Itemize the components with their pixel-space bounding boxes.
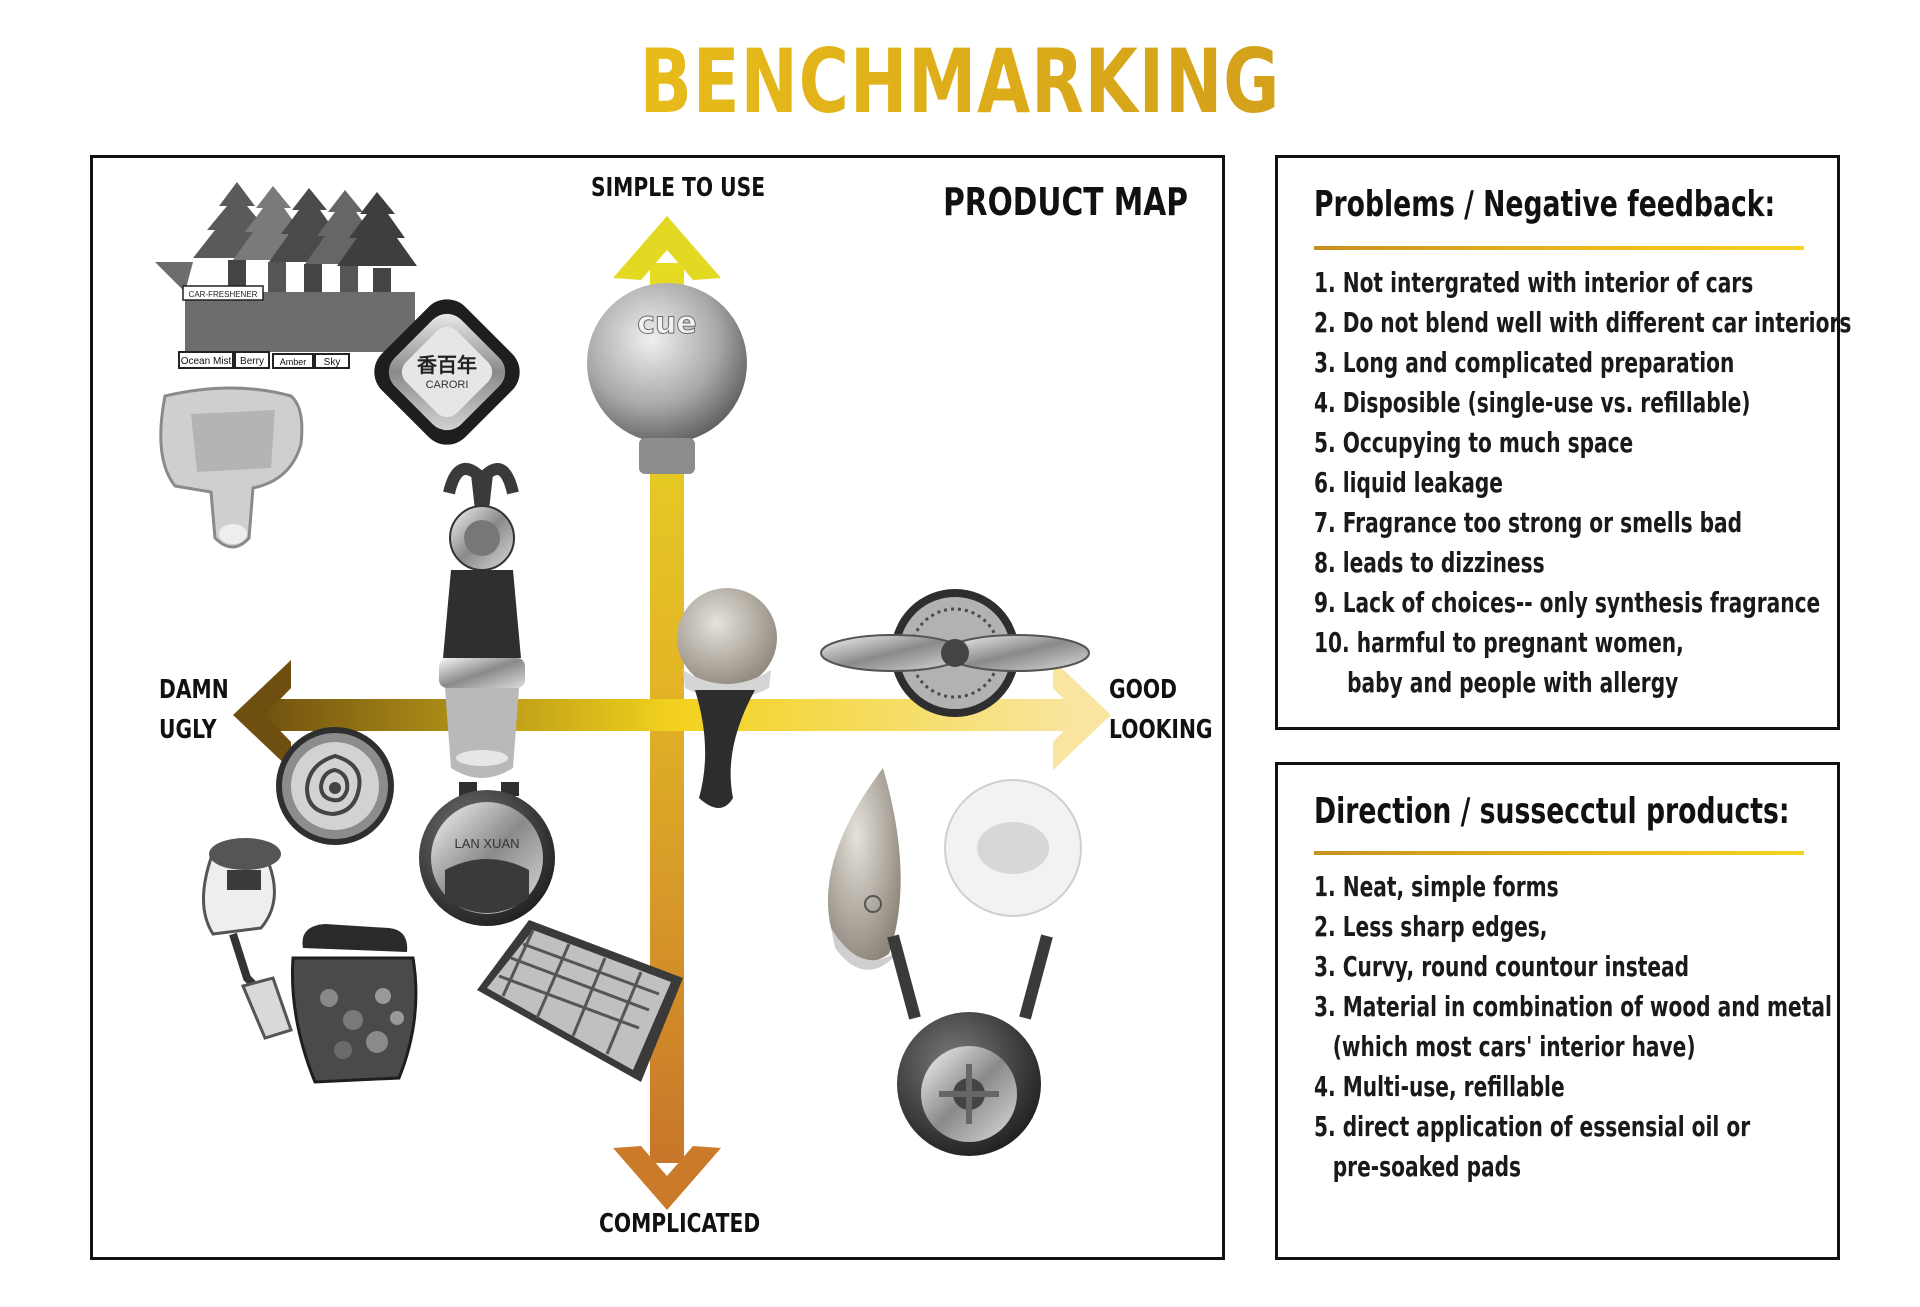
- page-title: BENCHMARKING: [211, 30, 1709, 133]
- direction-item: 4. Multi-use, refillable: [1314, 1070, 1565, 1103]
- direction-list: 1. Neat, simple forms 2. Less sharp edge…: [1314, 867, 1920, 1187]
- sky-label: Sky: [324, 357, 341, 368]
- axis-label-left-line1: DAMN: [159, 675, 229, 705]
- amber-label: Amber: [280, 357, 307, 367]
- problem-item: 4. Disposible (single-use vs. refillable…: [1314, 386, 1751, 419]
- wooden-sphere-vent-clip-image: [677, 588, 777, 808]
- rose-vent-freshener-image: [276, 727, 394, 845]
- tree-air-fresheners-image: CAR-FRESHENER Ocean Mist Berry Amber Sky: [155, 182, 417, 369]
- lan-xuan-brand-label: LAN XUAN: [454, 836, 519, 851]
- problem-item: 7. Fragrance too strong or smells bad: [1314, 506, 1743, 539]
- direction-panel: Direction / sussecctul products: 1. Neat…: [1275, 762, 1840, 1260]
- direction-heading-rule: [1314, 851, 1804, 855]
- direction-item-continuation: pre-soaked pads: [1332, 1150, 1522, 1183]
- product-map-frame: CAR-FRESHENER Ocean Mist Berry Amber Sky…: [90, 155, 1225, 1260]
- axis-label-bottom: COMPLICATED: [599, 1209, 761, 1239]
- cue-sphere-freshener-image: cue: [587, 283, 747, 474]
- car-freshener-label: CAR-FRESHENER: [189, 290, 258, 299]
- problems-heading-rule: [1314, 246, 1804, 250]
- direction-item: 5. direct application of essensial oil o…: [1314, 1110, 1751, 1143]
- carori-label: CARORI: [426, 379, 469, 391]
- lan-xuan-freshener-image: LAN XUAN: [419, 782, 555, 926]
- ocean-mist-label: Ocean Mist: [181, 356, 232, 367]
- axis-label-left-line2: UGLY: [159, 715, 217, 745]
- problem-item: 9. Lack of choices-- only synthesis frag…: [1314, 586, 1821, 619]
- problem-item: 5. Occupying to much space: [1314, 426, 1634, 459]
- problem-item-continuation: baby and people with allergy: [1347, 666, 1679, 699]
- wooden-egg-freshener-image: [827, 768, 901, 970]
- cue-brand-label: cue: [637, 306, 697, 341]
- propeller-vent-freshener-image: [820, 589, 1090, 717]
- problems-panel: Problems / Negative feedback: 1. Not int…: [1275, 155, 1851, 730]
- axis-label-top: SIMPLE TO USE: [591, 173, 766, 203]
- axis-label-right-line2: LOOKING: [1109, 715, 1213, 745]
- horizontal-axis-arrow: [233, 660, 1111, 770]
- direction-item: 3. Curvy, round countour instead: [1314, 950, 1690, 983]
- axis-label-right-line1: GOOD: [1109, 675, 1177, 705]
- direction-heading: Direction / sussecctul products:: [1314, 791, 1790, 832]
- product-map-title: PRODUCT MAP: [943, 180, 1188, 224]
- direction-item: 3. Material in combination of wood and m…: [1314, 990, 1832, 1023]
- quilted-pad-freshener-image: [477, 920, 683, 1082]
- spherical-strap-freshener-image: [887, 934, 1053, 1156]
- berry-label: Berry: [240, 356, 264, 367]
- direction-item: 1. Neat, simple forms: [1314, 870, 1559, 903]
- problem-item: 2. Do not blend well with different car …: [1314, 306, 1852, 339]
- glass-cup-freshener-image: [159, 386, 304, 549]
- direction-item-continuation: (which most cars' interior have): [1332, 1030, 1696, 1063]
- emblem-vent-clip-image: [439, 463, 525, 778]
- product-map-canvas: CAR-FRESHENER Ocean Mist Berry Amber Sky…: [155, 182, 1111, 1210]
- problems-heading: Problems / Negative feedback:: [1314, 184, 1776, 225]
- problem-item: 8. leads to dizziness: [1314, 546, 1545, 579]
- problems-list: 1. Not intergrated with interior of cars…: [1314, 263, 1920, 703]
- white-pebble-freshener-image: [944, 779, 1082, 917]
- carori-chinese-label: 香百年: [417, 353, 477, 377]
- usb-plug-diffuser-image: [202, 838, 293, 1040]
- problem-item: 3. Long and complicated preparation: [1314, 346, 1735, 379]
- carori-freshener-image: 香百年 CARORI: [374, 299, 520, 445]
- problem-item: 10. harmful to pregnant women,: [1314, 626, 1684, 659]
- direction-item: 2. Less sharp edges,: [1314, 910, 1548, 943]
- dark-jar-freshener-image: [291, 924, 418, 1084]
- problem-item: 1. Not intergrated with interior of cars: [1314, 266, 1754, 299]
- problem-item: 6. liquid leakage: [1314, 466, 1503, 499]
